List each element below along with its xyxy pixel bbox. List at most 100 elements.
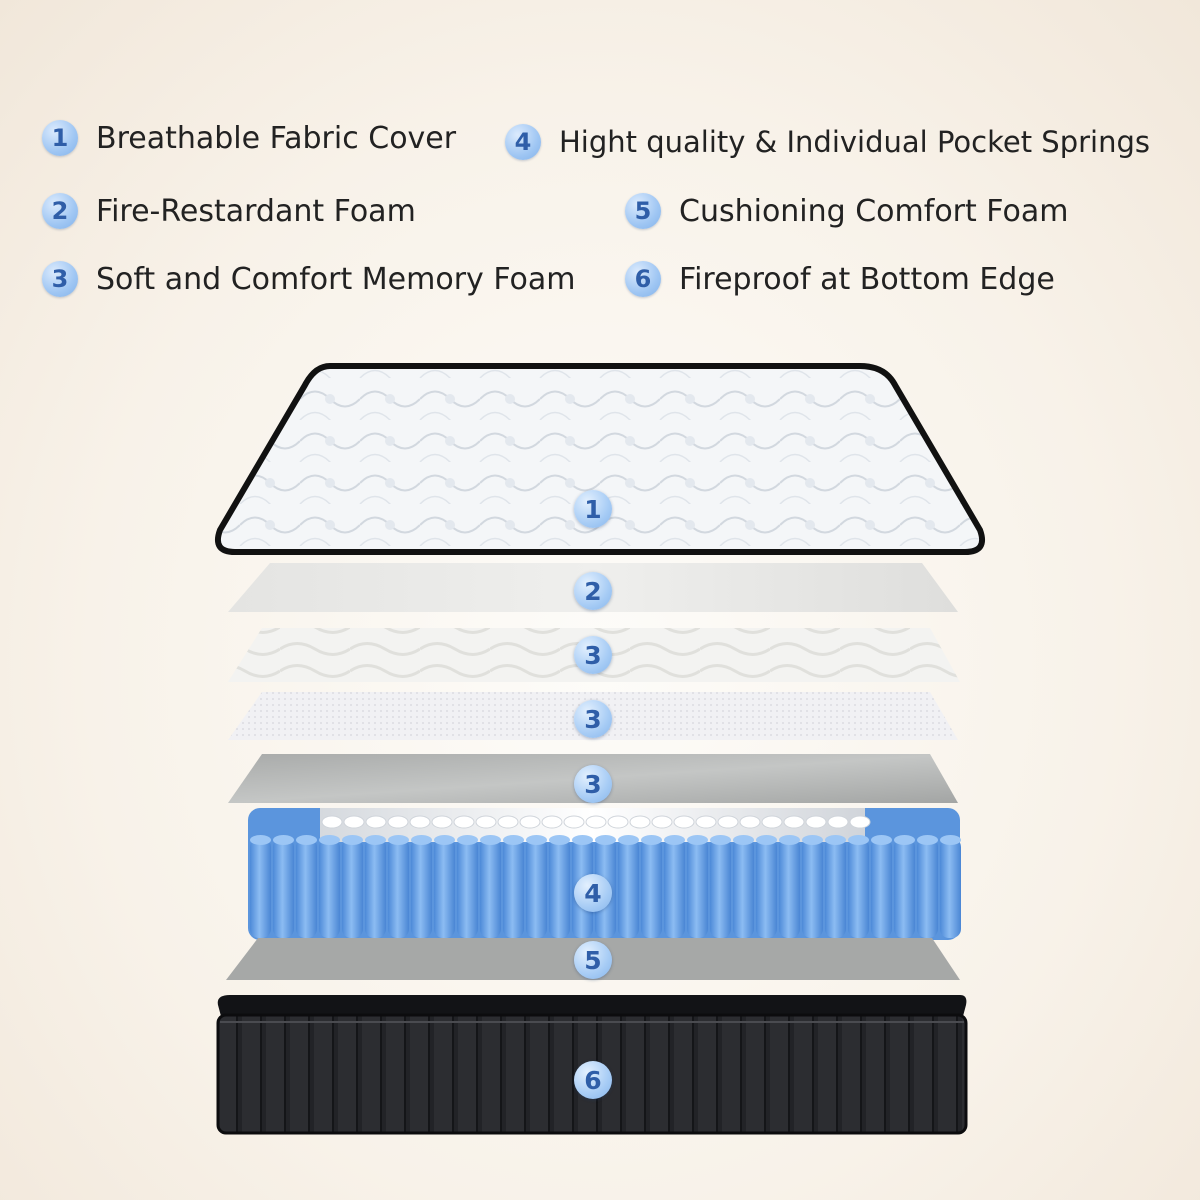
spring-coil [687, 838, 708, 938]
spring-top-white [673, 815, 695, 829]
spring-top [503, 835, 524, 845]
spring-coil [457, 838, 478, 938]
spring-top [710, 835, 731, 845]
spring-top-white [431, 815, 453, 829]
layer-badge-5: 5 [574, 941, 612, 979]
layer-pocket-springs [248, 808, 961, 940]
spring-coil [411, 838, 432, 938]
legend-badge: 5 [625, 193, 661, 229]
legend-badge: 6 [625, 261, 661, 297]
spring-coil [480, 838, 501, 938]
legend-badge: 2 [42, 193, 78, 229]
spring-top [595, 835, 616, 845]
spring-top-white [651, 815, 673, 829]
spring-coil [641, 838, 662, 938]
layer-cover [214, 363, 986, 555]
spring-top [802, 835, 823, 845]
spring-top-white [739, 815, 761, 829]
legend-badge: 3 [42, 261, 78, 297]
spring-coil [503, 838, 524, 938]
spring-top-white [475, 815, 497, 829]
spring-coil [526, 838, 547, 938]
spring-coil [549, 838, 570, 938]
spring-top [411, 835, 432, 845]
spring-coil [273, 838, 294, 938]
spring-top [687, 835, 708, 845]
spring-top-white [497, 815, 519, 829]
spring-coil [250, 838, 271, 938]
spring-top [641, 835, 662, 845]
spring-top-white [365, 815, 387, 829]
spring-coil [710, 838, 731, 938]
spring-top [480, 835, 501, 845]
layer-badge-2: 2 [574, 572, 612, 610]
spring-top [848, 835, 869, 845]
spring-top [365, 835, 386, 845]
spring-top [894, 835, 915, 845]
spring-coil [296, 838, 317, 938]
spring-top [733, 835, 754, 845]
spring-coil [434, 838, 455, 938]
spring-top [917, 835, 938, 845]
spring-coil [756, 838, 777, 938]
spring-top [296, 835, 317, 845]
spring-coil [802, 838, 823, 938]
layer-badge-3b: 3 [574, 700, 612, 738]
spring-top-white [585, 815, 607, 829]
spring-top [319, 835, 340, 845]
spring-coil [319, 838, 340, 938]
spring-top-white [717, 815, 739, 829]
spring-top [388, 835, 409, 845]
spring-top-white [321, 815, 343, 829]
spring-top [434, 835, 455, 845]
spring-coil [618, 838, 639, 938]
spring-coil [940, 838, 961, 938]
spring-top [572, 835, 593, 845]
layer-badge-4: 4 [574, 874, 612, 912]
spring-top [273, 835, 294, 845]
spring-coil [894, 838, 915, 938]
spring-top-white [607, 815, 629, 829]
legend-item-4: 4 Hight quality & Individual Pocket Spri… [505, 124, 1150, 160]
layer-badge-6: 6 [574, 1061, 612, 1099]
layer-badge-3c: 3 [574, 765, 612, 803]
spring-top [250, 835, 271, 845]
spring-top-white [541, 815, 563, 829]
spring-top [549, 835, 570, 845]
spring-top-white [761, 815, 783, 829]
spring-top [618, 835, 639, 845]
spring-coil [917, 838, 938, 938]
legend-item-5: 5 Cushioning Comfort Foam [625, 193, 1068, 229]
spring-coil [779, 838, 800, 938]
spring-top [871, 835, 892, 845]
legend-item-3: 3 Soft and Comfort Memory Foam [42, 261, 575, 297]
spring-top [526, 835, 547, 845]
spring-top [779, 835, 800, 845]
spring-top [756, 835, 777, 845]
legend-label: Fireproof at Bottom Edge [679, 261, 1055, 297]
spring-coil [825, 838, 846, 938]
spring-coil [388, 838, 409, 938]
spring-top-white [563, 815, 585, 829]
legend-item-1: 1 Breathable Fabric Cover [42, 120, 456, 156]
legend-badge: 4 [505, 124, 541, 160]
spring-top-white [805, 815, 827, 829]
spring-coil [848, 838, 869, 938]
spring-coil [871, 838, 892, 938]
legend-label: Cushioning Comfort Foam [679, 193, 1069, 229]
spring-top-white [695, 815, 717, 829]
spring-coil [733, 838, 754, 938]
spring-top-white [849, 815, 871, 829]
legend-label: Hight quality & Individual Pocket Spring… [559, 125, 1150, 159]
legend-badge: 1 [42, 120, 78, 156]
legend-item-6: 6 Fireproof at Bottom Edge [625, 261, 1055, 297]
layer-badge-1: 1 [574, 490, 612, 528]
spring-top-white [387, 815, 409, 829]
spring-top [825, 835, 846, 845]
spring-coil [664, 838, 685, 938]
legend-item-2: 2 Fire-Restardant Foam [42, 193, 416, 229]
spring-top-white [519, 815, 541, 829]
legend-label: Breathable Fabric Cover [96, 120, 457, 156]
spring-top [342, 835, 363, 845]
spring-top-white [343, 815, 365, 829]
